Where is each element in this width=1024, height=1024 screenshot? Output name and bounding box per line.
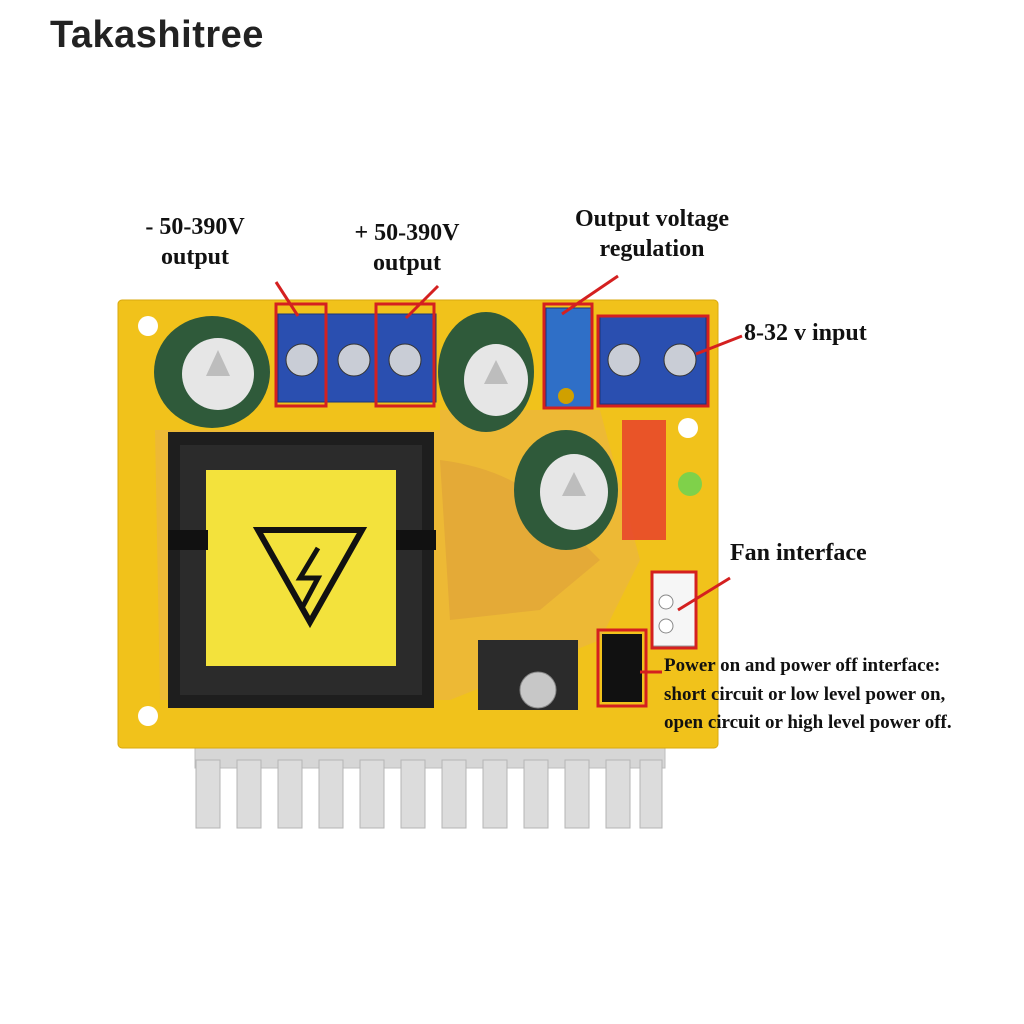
input-pointer bbox=[695, 334, 743, 356]
power-switch-label: Power on and power off interface: short … bbox=[664, 652, 952, 738]
input-terminal-block bbox=[599, 315, 707, 405]
power-switch-highlight bbox=[596, 628, 648, 708]
regulation-highlight bbox=[542, 302, 594, 410]
capacitor-left bbox=[154, 316, 270, 428]
negative-output-line2: output bbox=[160, 244, 230, 270]
positive-output-label: + 50-390V output bbox=[352, 218, 462, 278]
voltage-regulation-label: Output voltage regulation bbox=[572, 204, 732, 264]
positive-output-pointer bbox=[404, 284, 440, 320]
transformer bbox=[168, 432, 436, 708]
input-highlight bbox=[596, 314, 710, 408]
regulation-pointer bbox=[561, 274, 619, 316]
negative-output-highlight bbox=[274, 302, 328, 408]
fuse bbox=[622, 420, 666, 540]
brand-name: Takashitree bbox=[50, 14, 264, 56]
voltage-regulation-line1: Output voltage bbox=[574, 206, 729, 232]
high-voltage-warning-icon bbox=[252, 527, 368, 629]
fan-connector bbox=[651, 571, 697, 647]
capacitor-right bbox=[514, 430, 618, 550]
fan-highlight bbox=[650, 570, 698, 650]
negative-output-pointer bbox=[274, 281, 300, 317]
indicator-led bbox=[678, 472, 702, 496]
input-label: 8-32 v input bbox=[744, 320, 867, 346]
negative-output-label: - 50-390V output bbox=[140, 212, 250, 272]
positive-output-highlight bbox=[374, 302, 436, 408]
power-switch-line3: open circuit or high level power off. bbox=[664, 712, 952, 733]
voltage-regulation-line2: regulation bbox=[599, 236, 705, 262]
fan-pointer bbox=[677, 576, 731, 612]
negative-output-line1: - 50-390V bbox=[145, 214, 245, 240]
power-switch-line1: Power on and power off interface: bbox=[664, 655, 941, 676]
positive-output-line1: + 50-390V bbox=[354, 220, 460, 246]
output-terminal-block bbox=[277, 313, 437, 403]
fan-interface-label: Fan interface bbox=[730, 540, 867, 566]
positive-output-line2: output bbox=[372, 250, 442, 276]
power-switch-jumper bbox=[602, 634, 642, 702]
power-switch-line2: short circuit or low level power on, bbox=[664, 683, 946, 705]
potentiometer bbox=[545, 307, 593, 409]
mosfet bbox=[478, 640, 578, 710]
capacitor-middle bbox=[438, 312, 534, 432]
